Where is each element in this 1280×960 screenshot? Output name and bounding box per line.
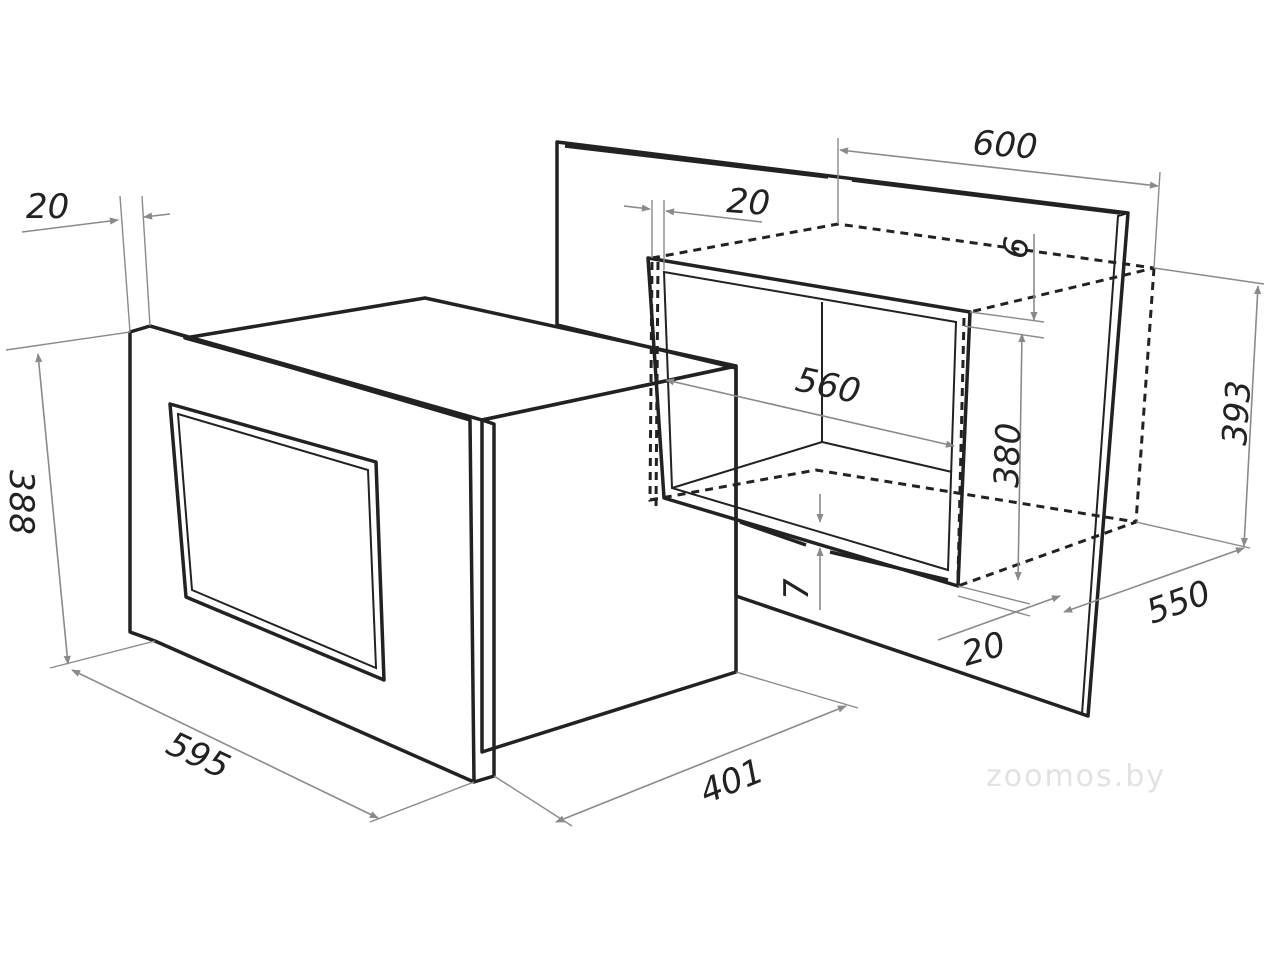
label-niche-bottom-gap: 7 <box>777 578 817 600</box>
ext-depth-back <box>735 671 859 709</box>
label-niche-depth: 550 <box>1141 573 1216 633</box>
ext-front-gap-a <box>957 585 1031 605</box>
ext-frame-right <box>141 195 151 327</box>
dim-frame-arrow-right <box>143 212 171 220</box>
ext-depth-front <box>493 775 573 827</box>
niche-depth-box-inner-right <box>956 317 966 579</box>
label-niche-width: 560 <box>792 360 864 413</box>
ext-width-right <box>369 781 475 823</box>
ext-cab-height-top <box>1153 267 1265 285</box>
ext-cab-width-right <box>1153 171 1161 269</box>
dimension-lines <box>5 138 1265 827</box>
cabinet-top-edge-right <box>851 178 1121 215</box>
ext-cab-height-bottom <box>1135 521 1251 549</box>
label-appliance-height: 388 <box>1 470 41 535</box>
niche-depth-box-right <box>957 267 1156 588</box>
niche-frame <box>646 256 972 588</box>
appliance-front-frame <box>128 324 496 784</box>
appliance-side-face <box>480 364 738 754</box>
niche-floor-left <box>671 441 823 489</box>
label-cabinet-width: 600 <box>971 123 1039 167</box>
dim-front-gap <box>937 595 1061 641</box>
dim-niche-height <box>1014 333 1026 581</box>
dim-cabinet-height <box>1240 285 1262 547</box>
ext-top-gap-a <box>969 311 1045 323</box>
niche-depth-box-inner-left <box>654 261 660 507</box>
cabinet-back-panel <box>555 140 1130 718</box>
label-appliance-width: 595 <box>160 724 236 788</box>
niche-depth-box-bottom <box>649 468 1137 524</box>
dim-niche-depth <box>1063 547 1245 613</box>
dim-side-gap-arrow-left <box>623 204 651 212</box>
label-cabinet-height: 393 <box>1215 379 1259 447</box>
niche-depth-box-top <box>651 222 1155 314</box>
dim-frame-arrow-left <box>21 217 119 233</box>
niche-floor-right <box>821 441 953 473</box>
label-niche-front-gap: 20 <box>957 624 1010 674</box>
dim-appliance-height <box>35 353 71 665</box>
appliance-door-window-inner <box>176 412 378 670</box>
ext-front-gap-b <box>957 595 1031 617</box>
cabinet <box>555 140 1156 718</box>
label-niche-height: 380 <box>987 422 1029 488</box>
label-appliance-frame-thickness: 20 <box>26 187 69 227</box>
ext-top-gap-b <box>963 325 1045 339</box>
dim-side-gap-arrow-right <box>665 208 763 223</box>
cabinet-top-edge-left <box>564 144 829 179</box>
appliance-door-window <box>168 402 386 682</box>
ext-frame-left <box>119 195 131 333</box>
dim-niche-width <box>665 378 955 448</box>
appliance-frame-edge <box>149 324 476 783</box>
dim-appliance-depth <box>555 705 847 823</box>
label-niche-side-gap: 20 <box>725 181 771 224</box>
dim-appliance-width <box>71 669 379 819</box>
ext-height-top <box>5 331 131 351</box>
dim-cabinet-width <box>839 147 1159 189</box>
watermark: zoomos.by <box>986 759 1166 794</box>
niche-frame-inner <box>662 270 958 572</box>
appliance <box>128 296 738 784</box>
label-appliance-depth: 401 <box>694 751 769 812</box>
label-niche-top-gap: 6 <box>995 234 1038 261</box>
